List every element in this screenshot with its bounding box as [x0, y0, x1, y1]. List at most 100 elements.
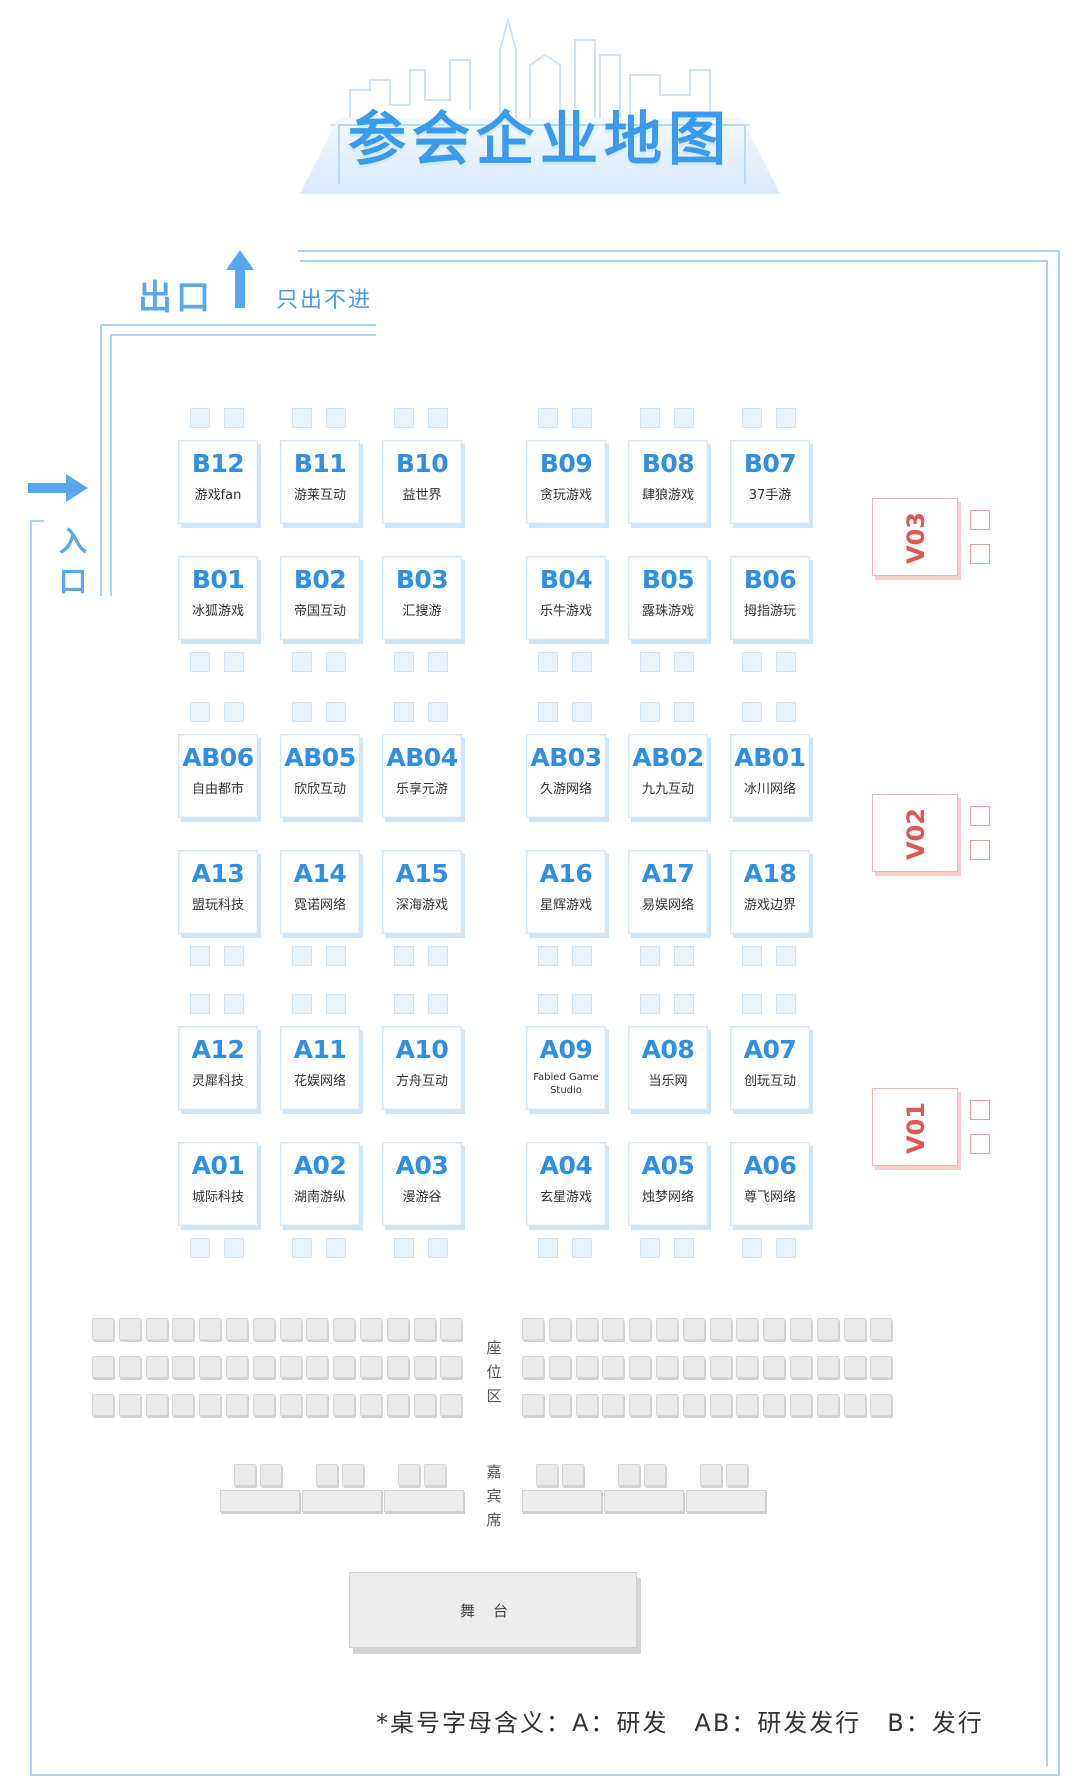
booth-company-name: 烛梦网络 [641, 1190, 694, 1205]
booth-chair [326, 946, 346, 966]
booth-code: AB02 [632, 743, 704, 772]
booth-company-name: 尊飞网络 [743, 1190, 796, 1205]
booth-code: B07 [743, 449, 797, 478]
booth-chair [394, 702, 414, 722]
guest-table [686, 1490, 766, 1512]
booth-chair [292, 408, 312, 428]
vip-booth-v03[interactable]: V03 [872, 498, 958, 576]
booth-company-name: 方舟互动 [395, 1074, 448, 1089]
booth-code: B04 [539, 565, 593, 594]
wall-bottom [30, 1762, 1060, 1776]
audience-seat [440, 1356, 462, 1378]
booth-chair [394, 946, 414, 966]
audience-seat [333, 1394, 355, 1416]
booth-chair [572, 652, 592, 672]
booth-chair [674, 946, 694, 966]
booth-code: B01 [191, 565, 245, 594]
vip-booth-code: V02 [902, 808, 930, 860]
booth-code: AB06 [182, 743, 254, 772]
vip-booth-code: V03 [902, 512, 930, 564]
guest-table [522, 1490, 602, 1512]
booth-chair [742, 1238, 762, 1258]
booth-code: B02 [293, 565, 347, 594]
audience-seat [280, 1318, 302, 1340]
booth-company-name: 汇搜游 [402, 604, 442, 619]
vip-booth-v02[interactable]: V02 [872, 794, 958, 872]
booth-chair [742, 946, 762, 966]
booth-chair [776, 1238, 796, 1258]
booth-chair [428, 946, 448, 966]
audience-seat [817, 1394, 839, 1416]
booth-code: B12 [191, 449, 245, 478]
audience-seat [199, 1318, 221, 1340]
audience-seat [387, 1394, 409, 1416]
vip-booth-v01[interactable]: V01 [872, 1088, 958, 1166]
booth-chair [538, 652, 558, 672]
booth-a10[interactable]: A10 方舟互动 [382, 1026, 462, 1110]
audience-seat [763, 1394, 785, 1416]
audience-seat [253, 1394, 275, 1416]
booth-company-name: 久游网络 [539, 782, 592, 797]
booth-code: A14 [293, 859, 347, 888]
audience-seat [199, 1356, 221, 1378]
booth-chair [190, 994, 210, 1014]
booth-code: A10 [395, 1035, 449, 1064]
guest-chair [234, 1464, 256, 1486]
booth-code: A12 [191, 1035, 245, 1064]
audience-seat [333, 1356, 355, 1378]
booth-company-name: 游戏边界 [743, 898, 796, 913]
booth-chair [326, 994, 346, 1014]
booth-chair [640, 408, 660, 428]
booth-chair [394, 1238, 414, 1258]
guest-chair [562, 1464, 584, 1486]
booth-chair [394, 994, 414, 1014]
booth-company-name: 创玩互动 [743, 1074, 796, 1089]
booth-code: B10 [395, 449, 449, 478]
booth-b10[interactable]: B10 益世界 [382, 440, 462, 524]
booth-chair [428, 408, 448, 428]
booth-chair [326, 1238, 346, 1258]
booth-chair [292, 994, 312, 1014]
booth-chair [326, 652, 346, 672]
booth-code: B11 [293, 449, 347, 478]
audience-seat [656, 1394, 678, 1416]
booth-company-name: 益世界 [402, 488, 442, 503]
audience-seat [790, 1318, 812, 1340]
guest-table [220, 1490, 300, 1512]
audience-seat [790, 1356, 812, 1378]
